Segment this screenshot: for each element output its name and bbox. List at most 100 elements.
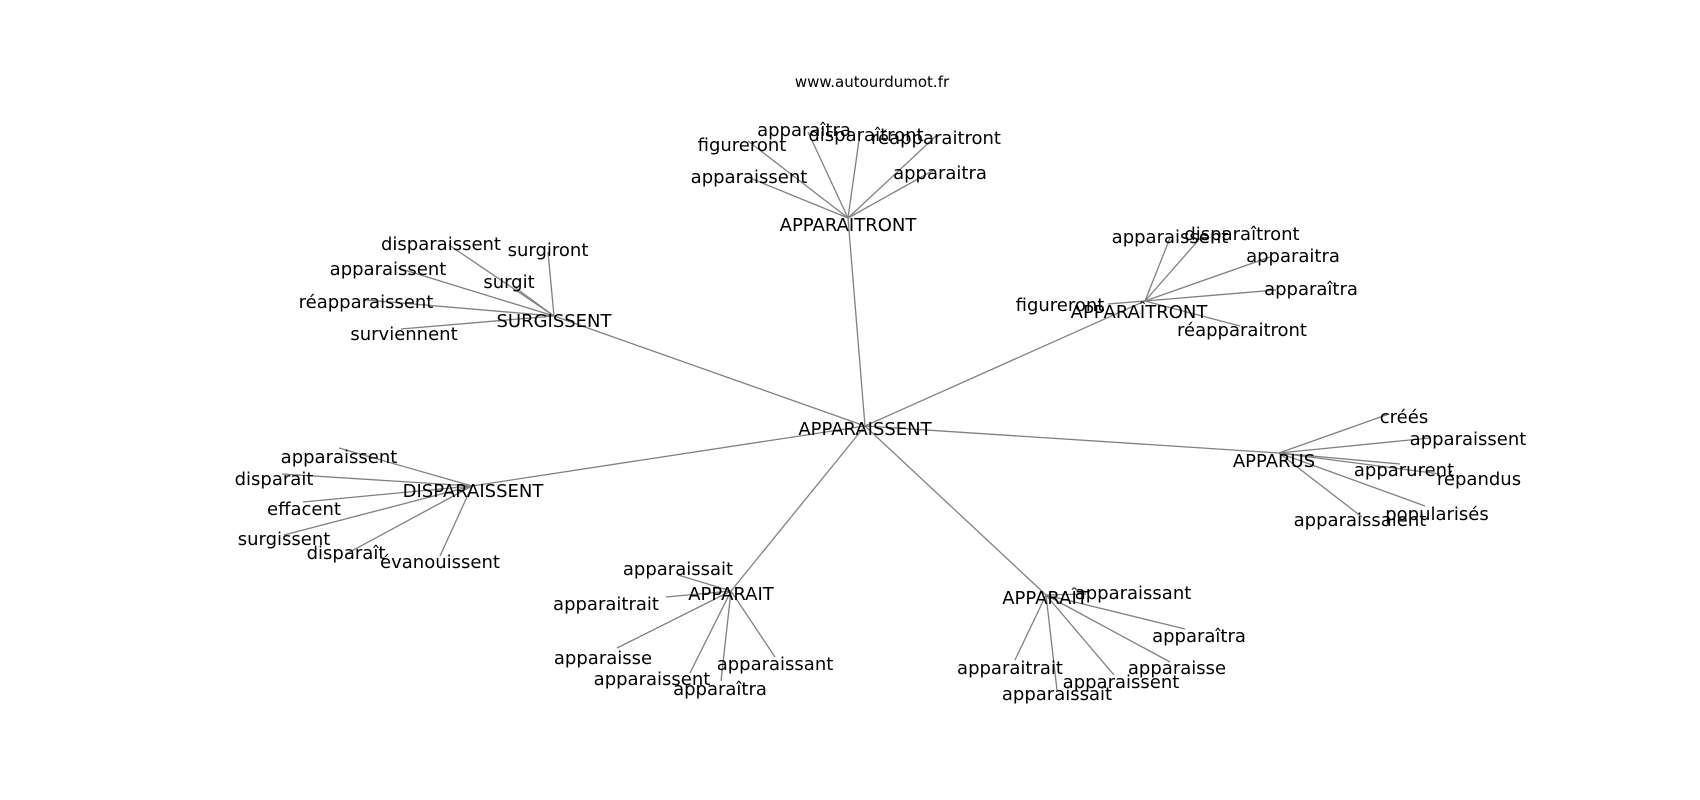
leaf-label-apparait-2: apparaisse — [554, 648, 652, 669]
edge-root-apparaitront — [847, 217, 866, 427]
edge-root-apparait-circ — [864, 425, 1047, 596]
leaf-label-apparait-4: apparaîtra — [673, 679, 767, 700]
leaf-label-surgissent-0: disparaissent — [381, 234, 501, 255]
leaf-label-surgissent-4: réapparaissent — [299, 292, 434, 313]
edge-disparaissent-1 — [281, 473, 473, 487]
leaf-label-disparaissent-1: disparait — [235, 469, 314, 490]
edge-apparaitront-circ-0 — [1144, 237, 1171, 302]
edge-apparait-circ-5 — [1045, 594, 1058, 691]
leaf-label-apparait-3: apparaissent — [594, 669, 711, 690]
leaf-label-disparaissent-4: disparaît — [307, 543, 386, 564]
leaf-label-apparaitront-circ-0: apparaissent — [1112, 227, 1229, 248]
edge-apparaitront-circ-1 — [1144, 234, 1204, 302]
edge-root-apparus — [864, 425, 1280, 454]
edge-apparus-4 — [1278, 452, 1426, 507]
hub-label-surgissent: SURGISSENT — [496, 311, 612, 332]
edge-apparait-2 — [616, 590, 732, 649]
edge-apparait-circ-3 — [1045, 594, 1115, 676]
edge-apparait-1 — [665, 590, 732, 598]
edge-apparait-3 — [689, 590, 732, 674]
source-credit: www.autourdumot.fr — [795, 73, 950, 91]
leaf-label-apparaitront-circ-5: réapparaitront — [1177, 320, 1307, 341]
root-word-label: APPARAISSENT — [798, 419, 932, 440]
leaf-label-apparaitront-5: apparaitra — [893, 163, 987, 184]
leaf-label-apparaitront-3: figureront — [698, 135, 787, 156]
edge-apparaitront-1 — [847, 132, 861, 219]
hub-label-disparaissent: DISPARAISSENT — [403, 481, 545, 502]
labels-layer: APPARAISSENTAPPARAITRONTapparaîtradispar… — [235, 120, 1527, 705]
leaf-label-apparaitront-circ-2: apparaitra — [1246, 246, 1340, 267]
edge-apparaitront-circ-2 — [1144, 256, 1271, 302]
leaf-label-apparus-5: apparaissaient — [1294, 510, 1427, 531]
edge-root-disparaissent — [471, 425, 866, 487]
edge-apparait-circ-0 — [1045, 593, 1087, 596]
leaf-label-apparaitront-circ-1: disparaîtront — [1184, 224, 1299, 245]
leaf-label-apparait-circ-0: apparaissant — [1075, 583, 1192, 604]
leaf-label-disparaissent-3: surgissent — [238, 529, 331, 550]
leaf-label-apparaitront-circ-3: apparaîtra — [1264, 279, 1358, 300]
edge-disparaissent-2 — [302, 485, 473, 503]
leaf-label-surgissent-2: apparaissent — [330, 259, 447, 280]
leaf-label-disparaissent-2: effacent — [267, 499, 341, 520]
edge-apparaitront-circ-5 — [1144, 300, 1241, 327]
leaf-label-surgissent-5: surviennent — [350, 324, 457, 345]
edge-root-apparait — [730, 425, 866, 592]
edge-apparus-5 — [1278, 452, 1363, 518]
leaf-label-apparaitront-0: apparaîtra — [757, 120, 851, 141]
leaf-label-apparait-1: apparaitrait — [553, 594, 659, 615]
edge-apparus-2 — [1278, 452, 1401, 465]
hub-label-apparaitront: APPARAITRONT — [780, 215, 918, 236]
leaf-label-apparus-3: répandus — [1437, 469, 1521, 490]
leaf-label-surgissent-3: surgit — [483, 272, 534, 293]
edge-disparaissent-0 — [338, 447, 473, 487]
edge-apparus-1 — [1278, 437, 1431, 454]
leaf-label-apparait-circ-3: apparaissent — [1063, 672, 1180, 693]
edge-apparaitront-5 — [847, 169, 935, 219]
edge-disparaissent-4 — [345, 485, 473, 555]
leaf-label-disparaissent-5: évanouissent — [380, 552, 500, 573]
edge-apparaitront-2 — [847, 135, 937, 219]
edge-apparus-0 — [1278, 413, 1390, 454]
leaf-label-apparaitront-circ-4: figureront — [1016, 295, 1105, 316]
leaf-label-disparaissent-0: apparaissent — [281, 447, 398, 468]
edge-apparaitront-0 — [807, 131, 849, 219]
leaf-label-apparait-0: apparaissait — [623, 559, 733, 580]
edge-surgissent-4 — [365, 299, 555, 317]
leaf-label-apparaitront-4: apparaissent — [691, 167, 808, 188]
edge-surgissent-5 — [400, 315, 555, 330]
leaf-label-apparus-0: créés — [1380, 407, 1428, 428]
edge-surgissent-3 — [512, 285, 555, 317]
edge-apparait-4 — [720, 590, 732, 682]
edge-apparait-5 — [730, 590, 776, 658]
edge-disparaissent-3 — [283, 485, 473, 536]
leaf-label-apparait-circ-4: apparaitrait — [957, 658, 1063, 679]
edge-root-surgissent — [553, 315, 866, 427]
edge-apparait-circ-1 — [1045, 594, 1186, 630]
edge-apparaitront-4 — [749, 177, 849, 219]
hub-label-apparait: APPARAIT — [688, 584, 775, 605]
edge-root-apparaitront-circ — [864, 300, 1146, 427]
leaf-label-apparait-circ-1: apparaîtra — [1152, 626, 1246, 647]
leaf-label-apparus-4: popularisés — [1385, 504, 1489, 525]
leaf-label-apparus-1: apparaissent — [1410, 429, 1527, 450]
hub-label-apparait-circ: APPARAÎT — [1002, 587, 1089, 609]
hub-label-apparaitront-circ: APPARAÎTRONT — [1071, 301, 1209, 323]
leaf-label-apparait-5: apparaissant — [717, 654, 834, 675]
edge-surgissent-2 — [397, 267, 555, 317]
edge-apparus-3 — [1278, 452, 1441, 475]
leaf-label-surgissent-1: surgiront — [508, 240, 589, 261]
edge-apparaitront-circ-4 — [1107, 300, 1146, 305]
hub-label-apparus: APPARUS — [1233, 451, 1315, 472]
leaf-label-apparus-2: apparurent — [1354, 460, 1454, 481]
edge-disparaissent-5 — [439, 485, 473, 557]
leaf-label-apparait-circ-5: apparaissait — [1002, 684, 1112, 705]
edge-surgissent-1 — [547, 251, 555, 317]
edge-apparaitront-3 — [747, 140, 849, 219]
edge-apparait-circ-4 — [1014, 594, 1047, 661]
edge-apparait-circ-2 — [1045, 594, 1171, 663]
edges-layer — [281, 131, 1441, 691]
leaf-label-apparaitront-1: disparaîtront — [808, 125, 923, 146]
edge-apparait-0 — [677, 574, 732, 592]
leaf-label-apparait-circ-2: apparaisse — [1128, 658, 1226, 679]
